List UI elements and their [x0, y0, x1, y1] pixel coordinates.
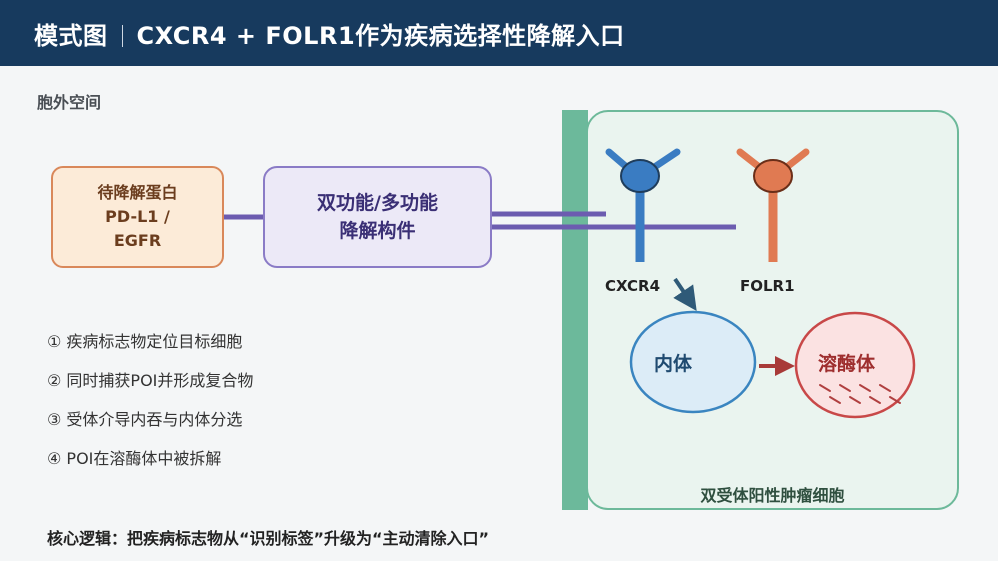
target-box-line2: PD-L1 /	[105, 207, 170, 226]
cxcr4-receptor	[605, 148, 681, 262]
target-protein-box: 待降解蛋白 PD-L1 / EGFR	[51, 166, 224, 268]
cxcr4-label: CXCR4	[605, 277, 661, 295]
endosome	[629, 310, 757, 414]
title-text: CXCR4 + FOLR1作为疾病选择性降解入口	[136, 22, 625, 50]
degrader-box: 双功能/多功能 降解构件	[263, 166, 492, 268]
cell-label: 双受体阳性肿瘤细胞	[700, 486, 845, 505]
step-1: ① 疾病标志物定位目标细胞	[47, 332, 243, 351]
step-2: ② 同时捕获POI并形成复合物	[47, 371, 254, 390]
folr1-label: FOLR1	[740, 277, 795, 295]
core-logic-note: 核心逻辑：把疾病标志物从“识别标签”升级为“主动清除入口”	[47, 529, 490, 548]
lysosome-label: 溶酶体	[818, 353, 876, 375]
header-bar: 模式图 CXCR4 + FOLR1作为疾病选择性降解入口	[0, 0, 998, 66]
degrader-box-line2: 降解构件	[339, 220, 416, 242]
step-3: ③ 受体介导内吞与内体分选	[47, 410, 243, 429]
folr1-receptor	[736, 148, 810, 262]
title-divider	[121, 25, 123, 47]
degraded-fragments	[819, 384, 901, 404]
lysosome	[794, 311, 916, 419]
target-box-line3: EGFR	[113, 231, 162, 250]
cell-membrane	[562, 110, 588, 510]
title-prefix: 模式图	[34, 22, 108, 50]
endosome-label: 内体	[654, 353, 693, 375]
extracellular-label: 胞外空间	[37, 93, 102, 112]
step-4: ④ POI在溶酶体中被拆解	[47, 449, 222, 468]
page-title: 模式图 CXCR4 + FOLR1作为疾病选择性降解入口	[34, 16, 625, 51]
internalization-arrow	[673, 277, 697, 311]
target-box-line1: 待降解蛋白	[97, 183, 178, 202]
degrader-box-line1: 双功能/多功能	[317, 192, 438, 214]
